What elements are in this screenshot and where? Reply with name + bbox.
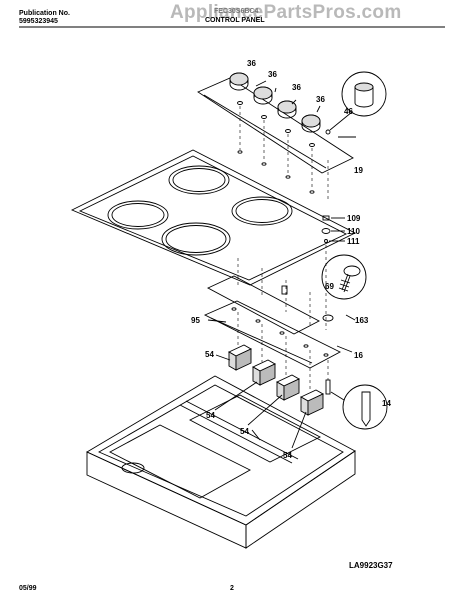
footer-date: 05/99 [19, 585, 37, 592]
callout-163: 163 [355, 316, 369, 325]
callout-110: 110 [347, 227, 360, 236]
callout-16: 16 [354, 351, 363, 360]
knob-2 [253, 86, 273, 105]
section-title: CONTROL PANEL [205, 17, 265, 24]
callout-screw: 69 [325, 282, 334, 291]
knob-4 [301, 114, 321, 133]
switch-4 [300, 389, 324, 416]
callout-switch-2: 54 [206, 411, 215, 420]
switch-3 [276, 374, 300, 401]
callout-element: 14 [382, 399, 391, 408]
diagram-code: LA9923G37 [349, 561, 393, 570]
callout-control-panel: 19 [354, 166, 363, 175]
callout-labels: 36 36 36 36 46 19 109 110 111 69 95 163 … [191, 59, 391, 460]
callout-knob-4: 36 [316, 95, 325, 104]
callout-knob-3: 36 [292, 83, 301, 92]
knob-3 [277, 100, 297, 119]
page-number: 2 [230, 585, 234, 592]
callout-knob-1: 36 [247, 59, 256, 68]
model-number: FEC30S6BC4 [214, 8, 259, 15]
knob-1 [229, 72, 249, 91]
switch-1 [228, 344, 252, 371]
switch-2 [252, 359, 276, 386]
callout-bracket: 95 [191, 316, 200, 325]
callout-switch-1: 54 [205, 350, 214, 359]
callout-insert: 46 [344, 107, 353, 116]
callout-111: 111 [347, 237, 360, 246]
publication-label: Publication No. [19, 10, 70, 17]
callout-knob-2: 36 [268, 70, 277, 79]
publication-number: 5995323945 [19, 18, 58, 25]
callout-switch-4: 54 [283, 451, 292, 460]
callout-switch-3: 54 [240, 427, 249, 436]
callout-109: 109 [347, 214, 361, 223]
watermark: AppliancePartsPros.com [170, 2, 402, 23]
